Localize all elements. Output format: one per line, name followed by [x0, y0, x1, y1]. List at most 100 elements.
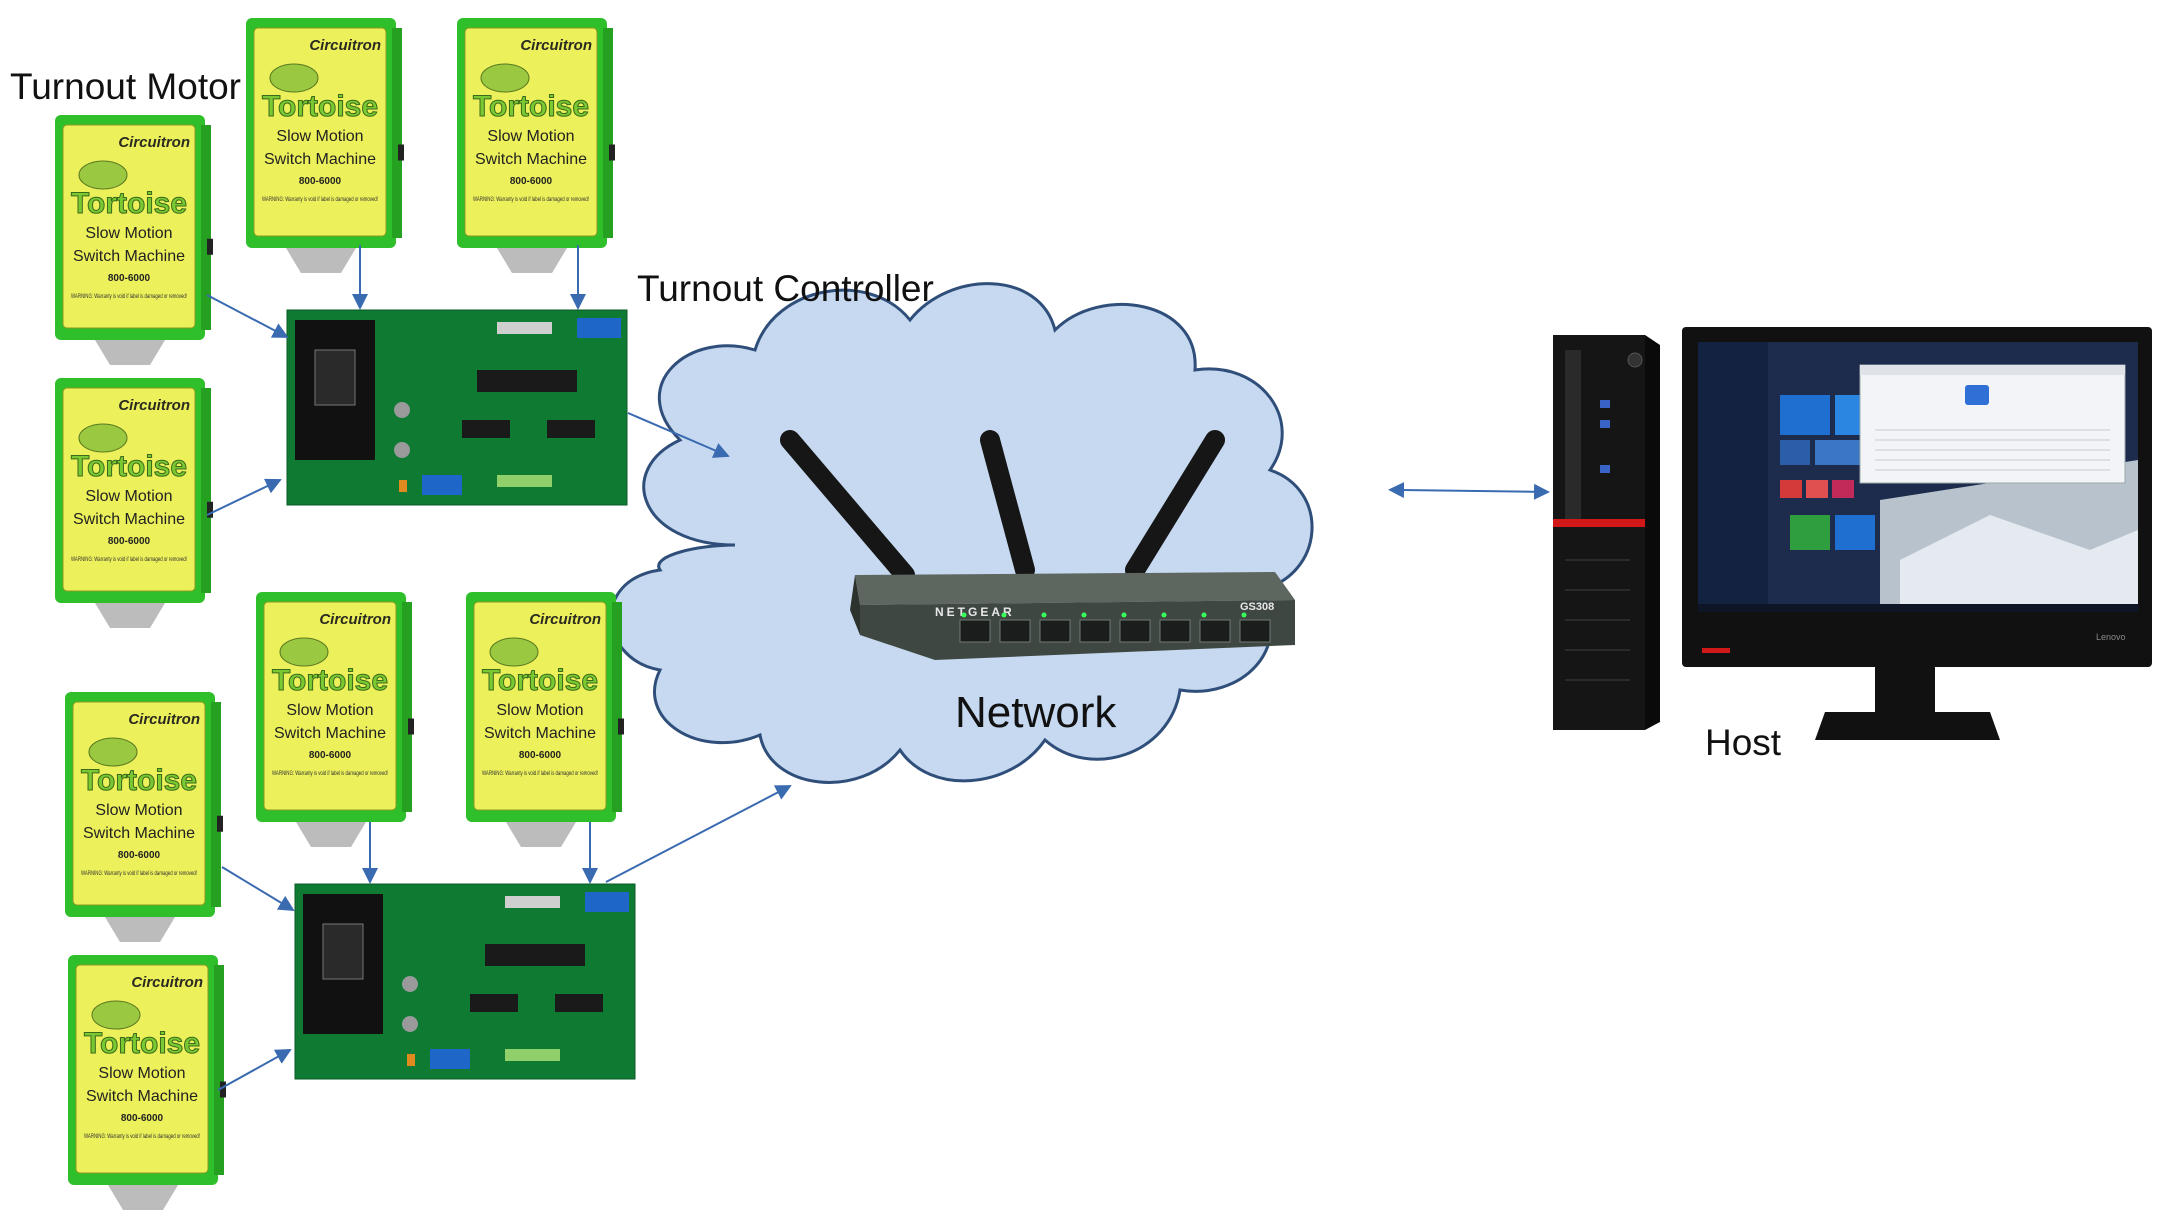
motor-product: Tortoise — [84, 1027, 200, 1060]
motor-brand: Circuitron — [319, 611, 391, 628]
motor-part-number: 800-6000 — [108, 536, 151, 547]
motor-brand: Circuitron — [118, 397, 190, 414]
motor-brand: Circuitron — [118, 134, 190, 151]
arrow-m5-c2 — [221, 866, 295, 912]
network-cloud — [609, 282, 1314, 784]
tortoise-logo-icon — [78, 160, 128, 190]
label-turnout-controller: Turnout Controller — [637, 268, 934, 309]
usb-port-icon — [1600, 420, 1610, 428]
switch-model: GS308 — [1240, 601, 1274, 613]
network-switch: NETGEAR GS308 — [780, 430, 1295, 660]
motor-product: Tortoise — [473, 90, 589, 123]
motor-line2: Switch Machine — [73, 248, 185, 265]
motor-side — [603, 28, 613, 238]
arrow-m8-c2 — [217, 1049, 292, 1091]
motor-side — [201, 388, 211, 593]
motor-line2: Switch Machine — [83, 825, 195, 842]
arrow-m4-c1 — [206, 478, 282, 516]
tower-red-stripe — [1553, 519, 1645, 527]
motor-pin-icon — [220, 1081, 226, 1098]
capacitor-icon — [394, 442, 410, 458]
link-led-icon — [1001, 612, 1007, 618]
esp-chip — [322, 923, 364, 980]
switch-top — [855, 572, 1295, 605]
switch-brand: NETGEAR — [935, 605, 1015, 619]
motor-pin-icon — [398, 144, 404, 161]
motor-warning: WARNING: Warranty is void if label is da… — [81, 871, 197, 877]
taskbar — [1698, 604, 2138, 612]
capacitor-icon — [402, 976, 418, 992]
tortoise-logo-icon — [269, 63, 319, 93]
cloud-shape — [609, 282, 1314, 784]
usb-port-icon — [1600, 465, 1610, 473]
monitor-brand: Lenovo — [2096, 632, 2126, 642]
ic-chip-large — [485, 944, 585, 966]
motor-line1: Slow Motion — [85, 488, 172, 505]
arrow-m1-c1 — [206, 294, 289, 338]
ethernet-port-icon — [1239, 619, 1271, 643]
motor-line1: Slow Motion — [95, 802, 182, 819]
label-host: Host — [1705, 722, 1782, 763]
link-led-icon — [1121, 612, 1127, 618]
antenna-left — [780, 430, 915, 585]
host-computer-tower — [1553, 335, 1660, 730]
switch-front — [860, 600, 1295, 660]
label-turnout-motor: Turnout Motor — [10, 66, 241, 107]
motor-pin-icon — [207, 238, 213, 255]
motor-warning: WARNING: Warranty is void if label is da… — [473, 197, 589, 203]
capacitor-icon — [394, 402, 410, 418]
app-table-rows — [1875, 429, 2110, 471]
ethernet-port-icon — [1119, 619, 1151, 643]
app-window-titlebar — [1860, 365, 2125, 375]
ethernet-port-icon — [1159, 619, 1191, 643]
motor-line2: Switch Machine — [86, 1088, 198, 1105]
tortoise-logo-icon — [78, 423, 128, 453]
led-icon — [407, 1054, 415, 1066]
motor-part-number: 800-6000 — [118, 850, 161, 861]
link-led-icon — [1081, 612, 1087, 618]
terminal-block-icon — [577, 318, 621, 338]
motor-line2: Switch Machine — [484, 725, 596, 742]
terminal-block-icon — [430, 1049, 470, 1069]
ic-chip-large — [477, 370, 577, 392]
ethernet-port-icon — [1039, 619, 1071, 643]
motor-product: Tortoise — [272, 664, 388, 697]
motor-product: Tortoise — [262, 90, 378, 123]
app-window — [1859, 364, 2126, 484]
motor-part-number: 800-6000 — [121, 1113, 164, 1124]
monitor-red-accent — [1702, 648, 1730, 653]
motor-pin-icon — [609, 144, 615, 161]
motor-line1: Slow Motion — [98, 1065, 185, 1082]
monitor-neck — [1875, 667, 1935, 712]
motor-side — [392, 28, 402, 238]
ic-chip — [470, 994, 518, 1012]
motor-part-number: 800-6000 — [519, 750, 562, 761]
motor-shaft — [95, 603, 165, 628]
motor-warning: WARNING: Warranty is void if label is da… — [71, 557, 187, 563]
motor-product: Tortoise — [81, 764, 197, 797]
link-led-icon — [1201, 612, 1207, 618]
turnout-controller-1 — [286, 309, 628, 506]
app-logo-icon — [1965, 385, 1989, 405]
motor-shaft — [296, 822, 366, 847]
motor-part-number: 800-6000 — [108, 273, 151, 284]
terminal-strip — [497, 475, 552, 487]
link-led-icon — [1161, 612, 1167, 618]
motor-part-number: 800-6000 — [510, 176, 553, 187]
motor-pin-icon — [217, 815, 223, 832]
motor-shaft — [105, 917, 175, 942]
terminal-block-icon — [422, 475, 462, 495]
ethernet-port-icon — [959, 619, 991, 643]
motor-brand: Circuitron — [309, 37, 381, 54]
tower-side — [1645, 335, 1660, 730]
motor-product: Tortoise — [482, 664, 598, 697]
motor-part-number: 800-6000 — [309, 750, 352, 761]
motor-line1: Slow Motion — [496, 702, 583, 719]
motor-pin-icon — [408, 718, 414, 735]
